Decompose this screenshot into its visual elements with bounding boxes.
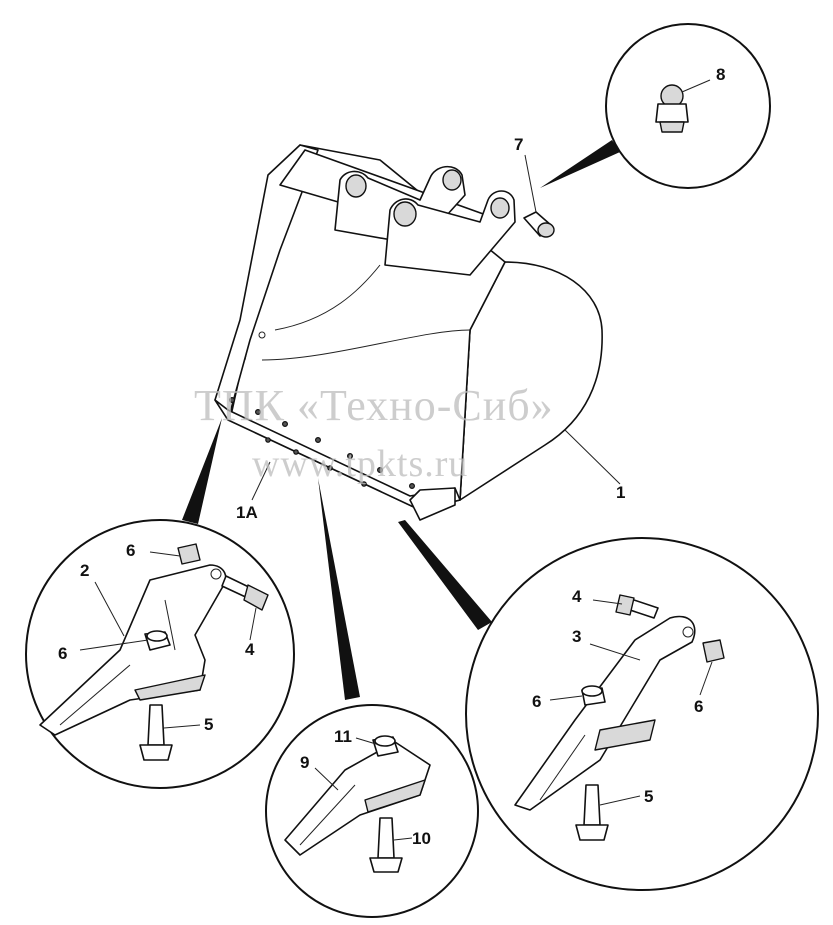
callout-8: 8 [716,65,725,84]
side-hole [258,331,266,339]
bucket-body [214,144,603,521]
cutter-base-right [594,719,656,751]
connector-grease-nipple [540,140,620,188]
callout-11: 11 [334,727,352,746]
callout-4-right: 4 [572,587,582,606]
bolt-center-10 [377,817,395,859]
nut-left-top [177,543,201,565]
pin-boss-2 [442,169,462,191]
bucket-side-plate-right [457,261,603,501]
callout-6-left-mid: 6 [58,644,67,663]
callout-2: 2 [80,561,89,580]
side-cutter-tip [409,487,456,521]
callout-7: 7 [514,135,523,154]
callout-6-right-side: 6 [694,697,703,716]
callout-5-left: 5 [204,715,213,734]
callout-labels: 1 1A 2 3 4 4 5 5 6 6 6 6 7 8 9 10 11 [58,65,725,848]
detail-grease-nipple [605,23,771,189]
bucket-side-plate-left [214,144,319,421]
cutting-edge-bolt-holes [229,397,416,490]
mounting-ear-2 [384,190,516,276]
callout-6-left-top: 6 [126,541,135,560]
callout-3: 3 [572,627,581,646]
pin-boss-1 [345,174,367,198]
connector-right-detail [398,520,492,630]
callout-10: 10 [412,829,431,848]
callout-1: 1 [616,483,625,502]
leader-lines [79,79,713,841]
bolt-right-5 [583,784,601,826]
connector-left-detail [182,418,222,524]
detail-center-tooth [265,704,479,918]
tooth-shim-left [134,674,206,701]
bushing [523,211,555,238]
grease-nipple-thread [659,121,685,133]
detail-right-cutter [465,537,819,891]
callout-6-right-mid: 6 [532,692,541,711]
watermark: ТПК «Техно-Сиб» www.tpkts.ru [194,381,554,485]
nut-right-side [702,639,725,663]
connector-center-detail [318,478,360,700]
side-cutter-right [514,615,696,811]
detail-left-tooth [25,519,295,789]
grease-nipple-hex [655,103,689,123]
callout-1a: 1A [236,503,258,522]
detail-connectors [182,140,620,700]
callout-5-right: 5 [644,787,653,806]
pin-boss-3 [393,201,417,227]
callout-9: 9 [300,753,309,772]
watermark-company: ТПК «Техно-Сиб» [194,381,554,430]
pin-boss-4 [490,197,510,219]
bolt-left-5 [147,704,165,746]
callout-4-left: 4 [245,640,255,659]
watermark-url: www.tpkts.ru [252,443,468,485]
